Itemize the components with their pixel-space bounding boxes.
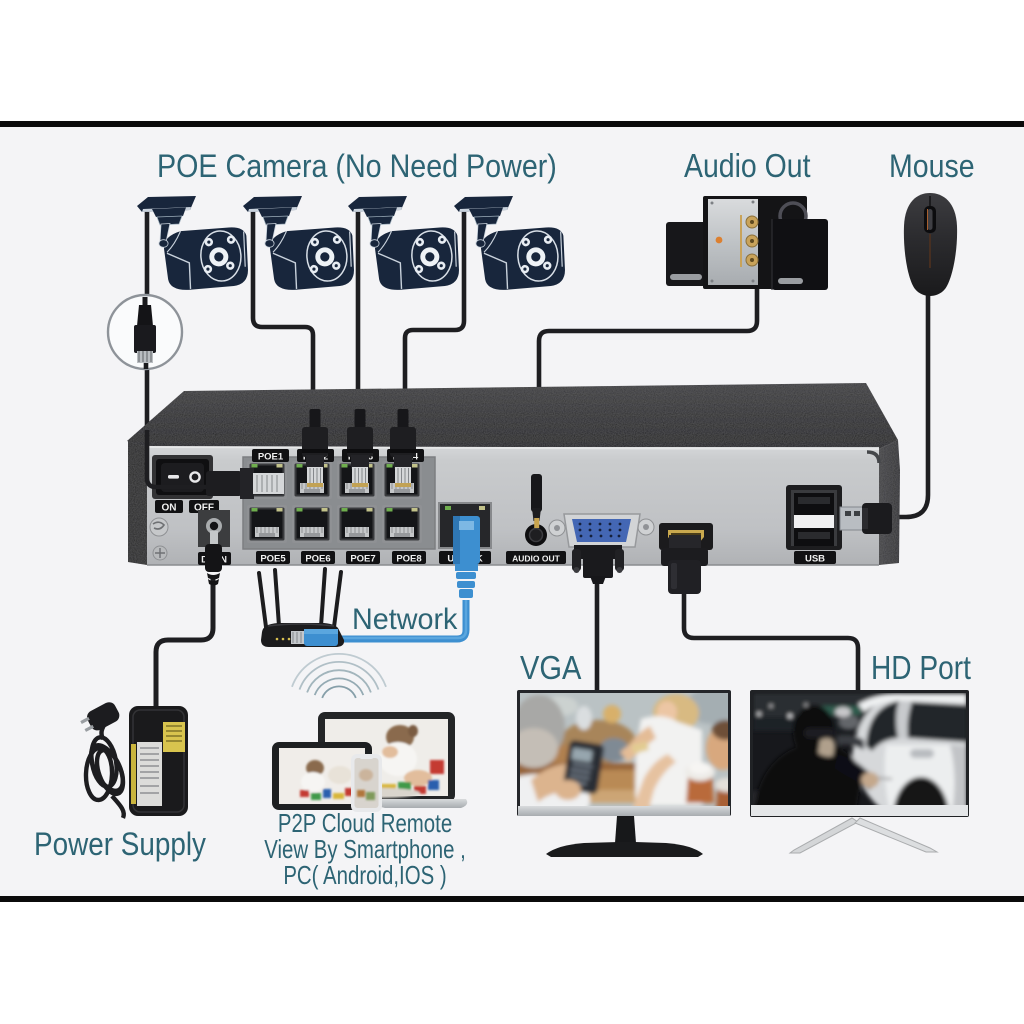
svg-text:POE7: POE7 bbox=[350, 554, 375, 565]
svg-text:ON: ON bbox=[162, 503, 177, 514]
svg-text:USB: USB bbox=[805, 554, 825, 565]
svg-text:POE1: POE1 bbox=[258, 452, 284, 463]
svg-text:AUDIO OUT: AUDIO OUT bbox=[512, 554, 561, 564]
svg-text:POE6: POE6 bbox=[305, 554, 330, 565]
svg-text:OFF: OFF bbox=[194, 503, 214, 514]
svg-text:POE8: POE8 bbox=[396, 554, 421, 565]
svg-text:POE5: POE5 bbox=[260, 554, 286, 565]
